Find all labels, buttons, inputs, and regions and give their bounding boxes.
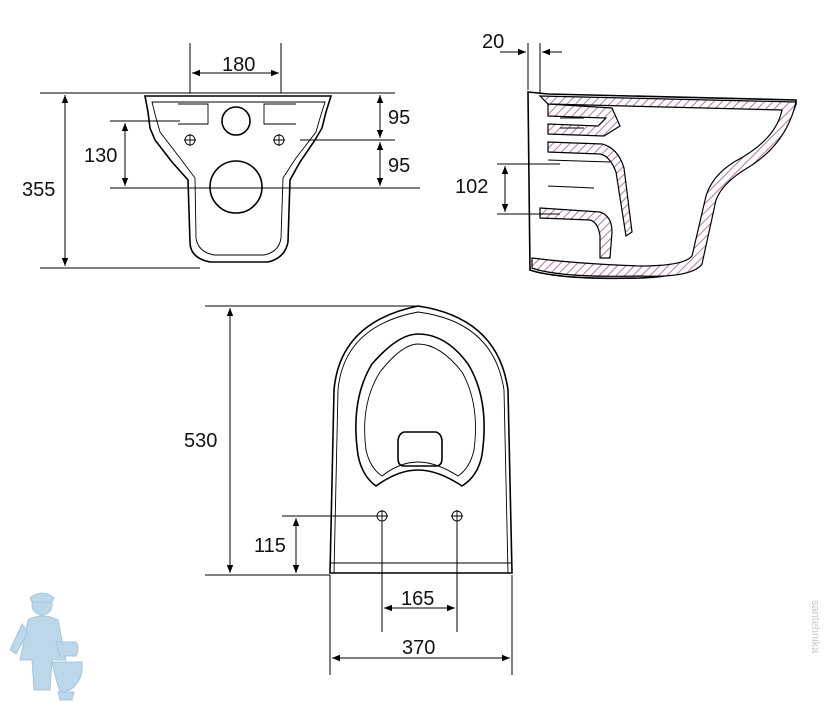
drain-outlet-circle <box>209 160 263 214</box>
dim-label-370: 370 <box>402 637 435 659</box>
top-seat-ring <box>355 333 485 487</box>
side-section-view: 20 102 <box>455 31 797 280</box>
side-rim-channel <box>547 141 633 238</box>
watermark-text: santehnika <box>809 600 821 654</box>
dim-label-165: 165 <box>401 588 434 610</box>
dim-label-530: 530 <box>184 430 217 452</box>
side-outer-outline <box>527 91 797 280</box>
side-flush-channel <box>547 103 621 137</box>
dim-label-355: 355 <box>22 179 55 201</box>
dim-label-130: 130 <box>84 145 117 167</box>
side-inner-lines <box>547 117 611 189</box>
front-left-bracket <box>178 103 209 125</box>
side-trap-channel <box>539 207 613 259</box>
right-mount-cross <box>273 134 285 146</box>
top-extension-lines <box>205 305 513 675</box>
dim-label-180: 180 <box>222 54 255 76</box>
front-view: 180 355 130 95 95 <box>22 43 420 269</box>
flush-inlet-circle <box>221 106 251 136</box>
left-mount-cross <box>184 134 196 146</box>
side-hatched-shell <box>531 95 797 277</box>
front-right-bracket <box>263 103 296 125</box>
dim-label-95-top: 95 <box>388 107 410 129</box>
dim-label-95-bottom: 95 <box>388 155 410 177</box>
seat-bolt-left-cross <box>376 510 388 522</box>
top-rim-outline <box>333 311 509 574</box>
seat-bolt-right-cross <box>451 510 463 522</box>
dim-label-102: 102 <box>455 176 488 198</box>
front-outline <box>144 95 333 263</box>
plumber-logo <box>9 592 83 701</box>
top-water-outlet <box>397 431 443 467</box>
side-extension-lines <box>497 43 560 215</box>
dim-label-115: 115 <box>254 535 286 557</box>
top-outer-outline <box>329 305 513 574</box>
front-inner-outline <box>151 101 326 256</box>
dim-label-20: 20 <box>482 31 504 53</box>
top-bowl-opening <box>364 343 476 477</box>
top-view: 530 115 165 370 <box>184 305 513 675</box>
front-extension-lines <box>40 43 420 269</box>
